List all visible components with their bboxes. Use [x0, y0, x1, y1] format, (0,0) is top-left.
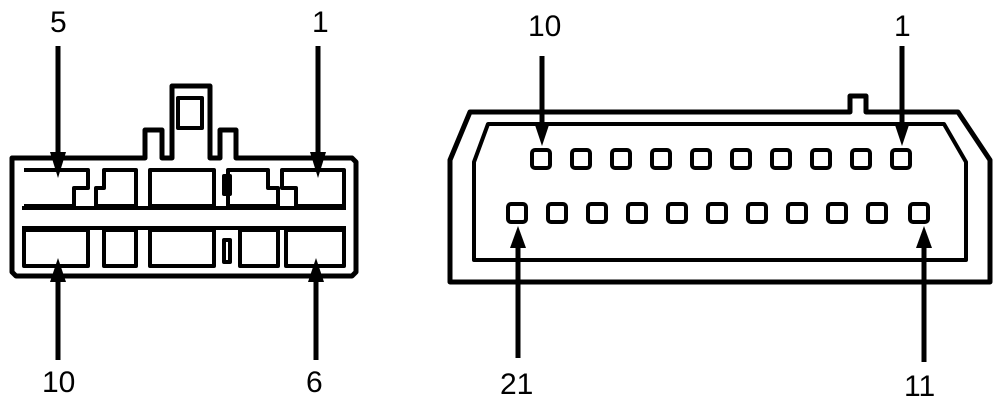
right-arrow-top-left	[534, 56, 550, 146]
left-arrow-top-right	[310, 46, 326, 178]
right-bottom-row-pins	[506, 202, 930, 224]
right-arrow-bottom-right	[916, 226, 932, 362]
right-label-top-right: 1	[894, 10, 911, 43]
left-arrow-bottom-left	[50, 258, 66, 360]
left-latch-window	[176, 96, 204, 130]
left-center-rail	[22, 206, 346, 230]
left-arrow-top-left	[50, 46, 66, 178]
right-connector-recess	[472, 122, 968, 262]
left-connector-body	[9, 83, 359, 279]
left-arrow-bottom-right	[308, 258, 324, 360]
right-top-row-pins	[530, 148, 912, 170]
right-connector-body	[447, 93, 993, 285]
left-label-top-left: 5	[50, 6, 67, 39]
right-label-bottom-left: 21	[500, 368, 533, 401]
left-connector: 5 1 10 6	[9, 6, 359, 399]
right-arrow-bottom-left	[510, 226, 526, 358]
left-top-row-cavities	[24, 168, 346, 208]
right-connector: 10 1 21 11	[447, 10, 993, 403]
left-label-bottom-right: 6	[306, 366, 323, 399]
right-arrow-top-right	[894, 46, 910, 146]
right-label-bottom-right: 11	[904, 370, 935, 403]
right-label-top-left: 10	[528, 10, 561, 43]
left-label-bottom-left: 10	[42, 366, 75, 399]
left-bottom-row-cavities	[22, 228, 346, 268]
left-label-top-right: 1	[312, 6, 329, 39]
